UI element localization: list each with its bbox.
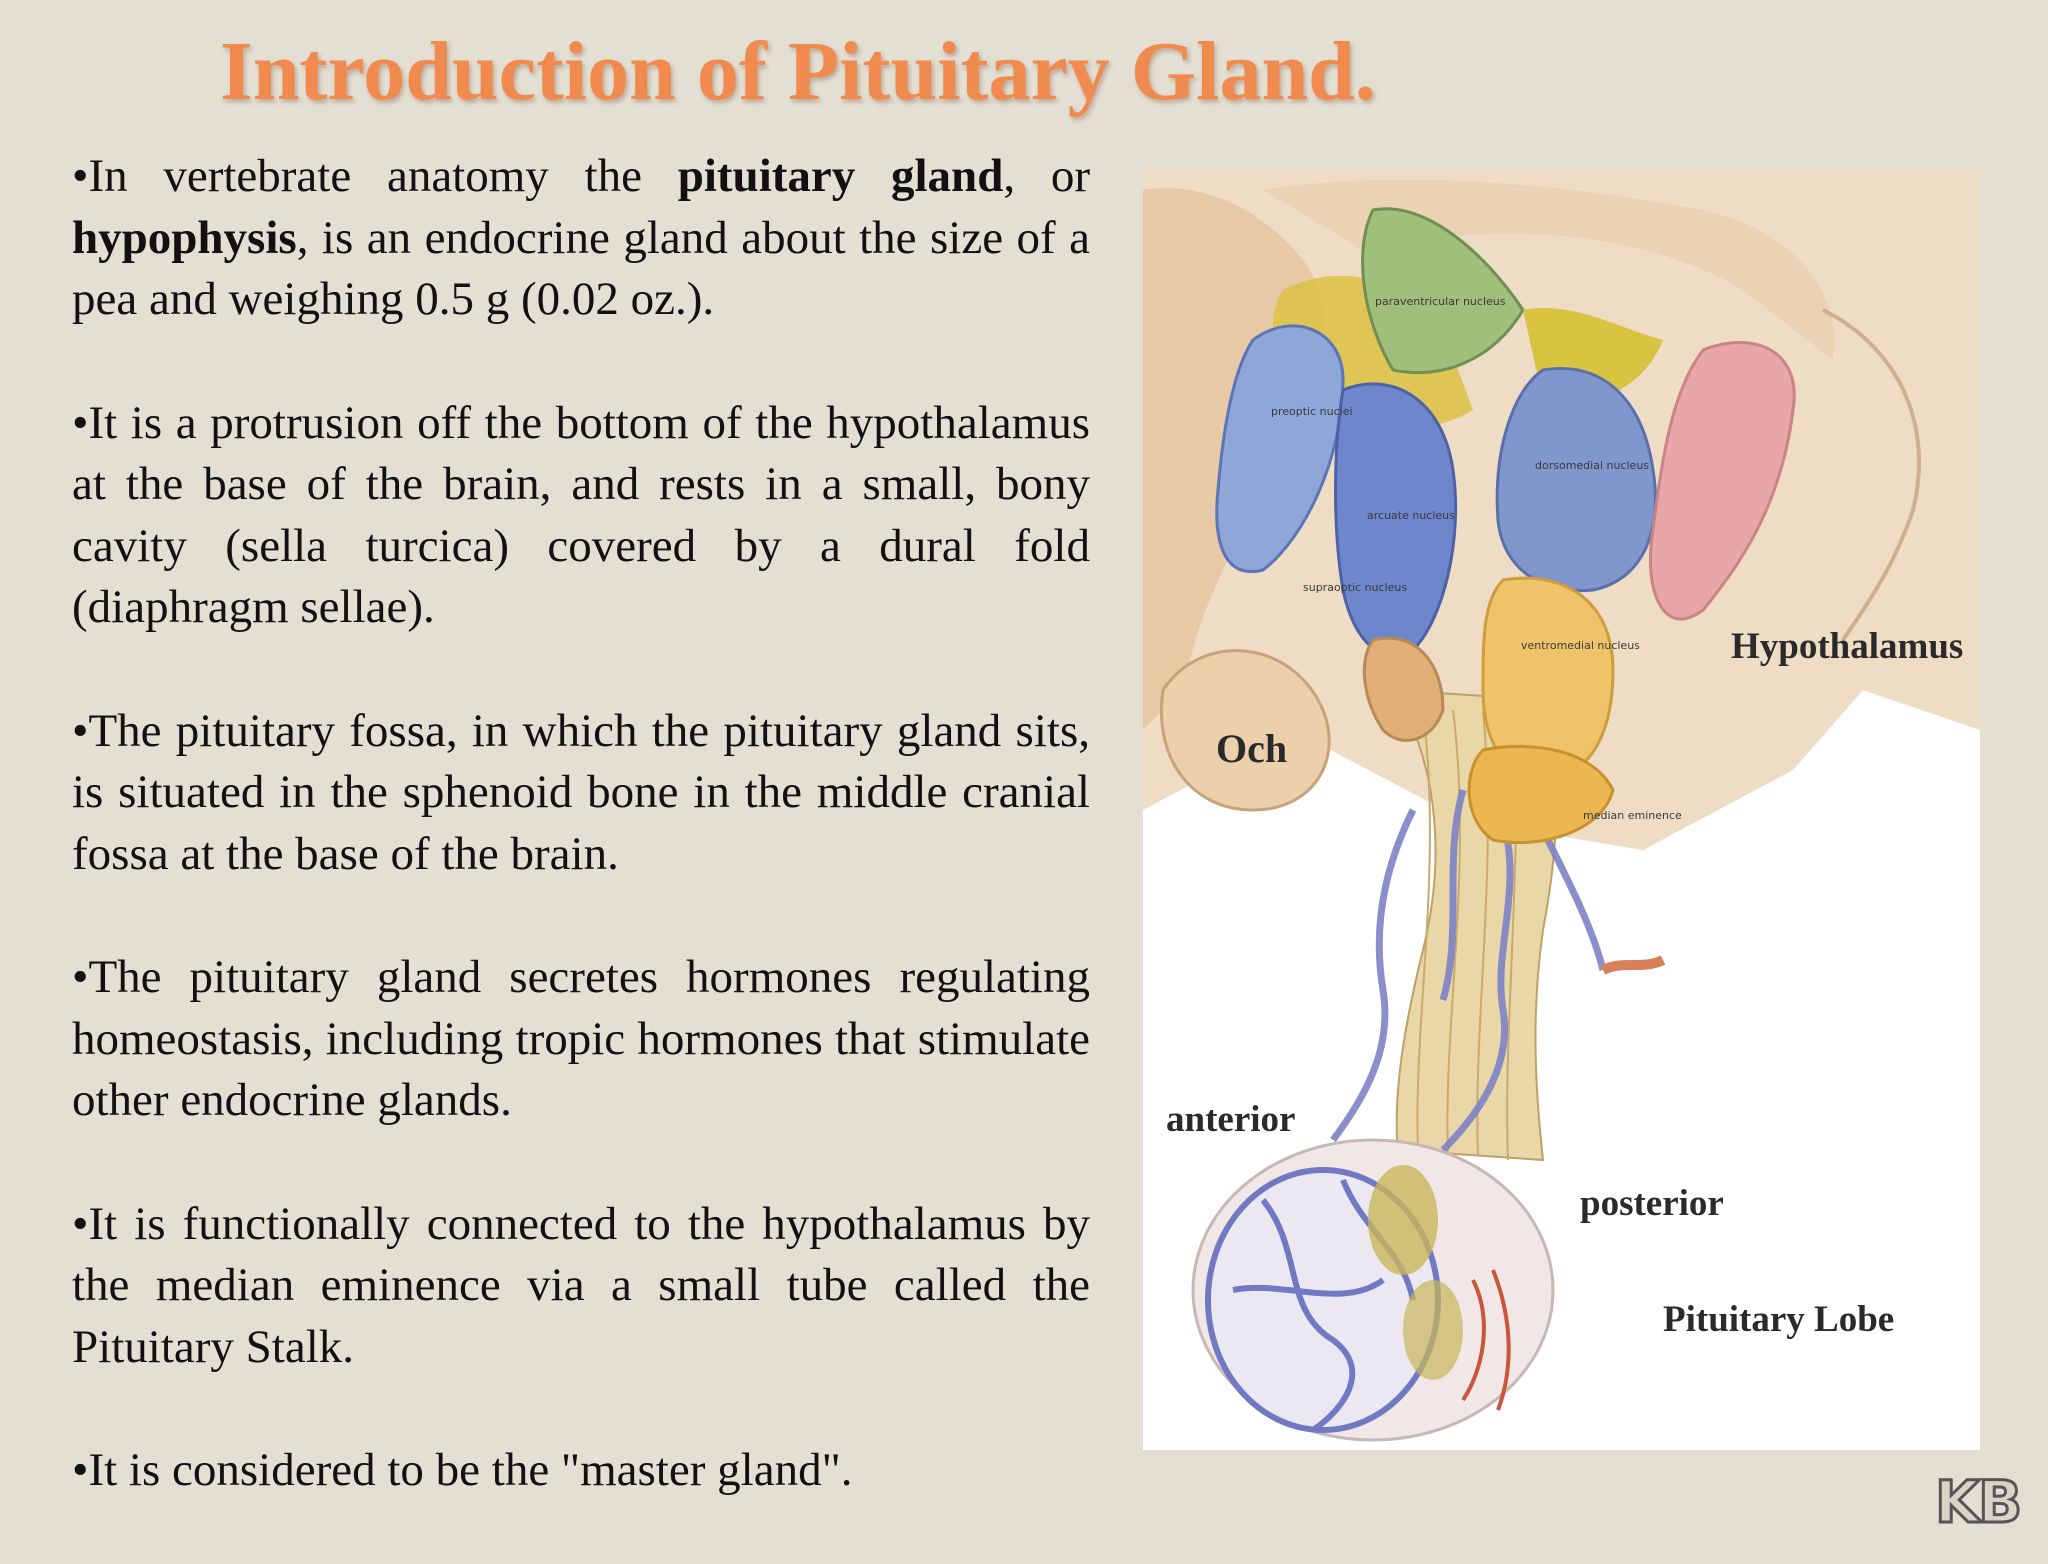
bullet-list: •In vertebrate anatomy the pituitary gla…: [72, 146, 1090, 1564]
label-ventromedial: ventromedial nucleus: [1521, 639, 1640, 652]
kb-logo: KB: [1935, 1468, 2024, 1536]
bullet-paragraph: •It is considered to be the "master glan…: [72, 1444, 853, 1496]
label-pituitary-lobe: Pituitary Lobe: [1663, 1299, 1895, 1340]
label-anterior: anterior: [1166, 1099, 1296, 1140]
bullet-paragraph: •The pituitary fossa, in which the pitui…: [72, 704, 1090, 880]
term-pituitary-gland: pituitary gland: [677, 150, 1004, 202]
bullet-text: •In vertebrate anatomy the: [72, 150, 678, 202]
slide-title: Introduction of Pituitary Gland.: [220, 25, 1376, 118]
label-paraventricular: paraventricular nucleus: [1375, 295, 1506, 308]
label-arcuate: arcuate nucleus: [1367, 509, 1455, 522]
label-median-eminence: median eminence: [1583, 809, 1682, 822]
bullet-paragraph: •It is functionally connected to the hyp…: [72, 1197, 1090, 1373]
bullet-paragraph: •The pituitary gland secretes hormones r…: [72, 951, 1090, 1126]
label-och: Och: [1216, 726, 1288, 771]
pituitary-illustration: paraventricular nucleus preoptic nuclei …: [1143, 170, 1980, 1450]
label-preoptic: preoptic nuclei: [1271, 405, 1353, 418]
bullet-text: , or: [1003, 150, 1090, 202]
bullet-text: , is an endocrine gland about the size o…: [72, 211, 1090, 326]
label-posterior: posterior: [1580, 1183, 1724, 1224]
bullet-paragraph: •In vertebrate anatomy the pituitary gla…: [72, 146, 1090, 331]
term-hypophysis: hypophysis: [72, 211, 297, 264]
label-dorsomedial: dorsomedial nucleus: [1535, 459, 1650, 472]
label-hypothalamus: Hypothalamus: [1731, 626, 1964, 667]
bullet-paragraph: •It is a protrusion off the bottom of th…: [72, 396, 1090, 634]
anatomy-drawing: [1143, 170, 1980, 1442]
label-supraoptic: supraoptic nucleus: [1303, 581, 1408, 594]
